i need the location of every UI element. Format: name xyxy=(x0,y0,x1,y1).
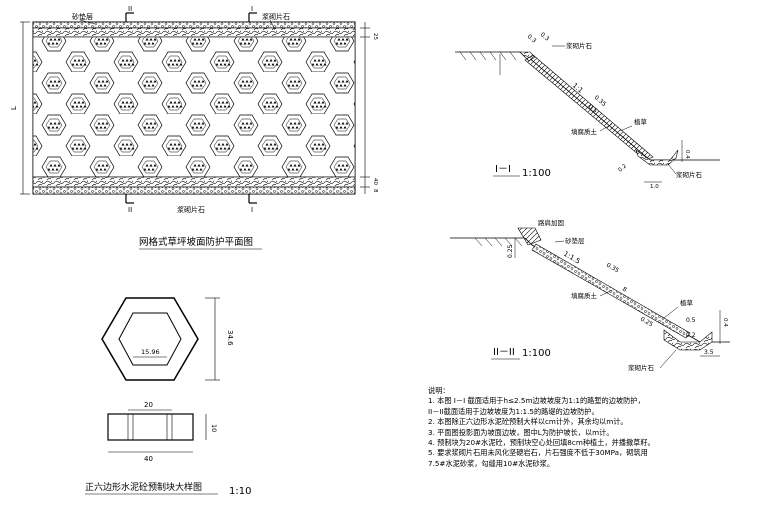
s2-label-grass: 植草 xyxy=(680,298,694,307)
notes-line: 1. 本图 I－I 截面适用于h≤2.5m边坡坡度为1:1的路堑的边坡防护， xyxy=(428,396,645,406)
block-dim-inner: 15.96 xyxy=(141,348,160,356)
s1-scale: 1:100 xyxy=(522,168,551,179)
plan-label-stone-top: 浆砌片石 xyxy=(262,12,290,21)
s2-dim-035: 0.35 xyxy=(605,262,620,275)
s1-dim-04: 0.4 xyxy=(684,150,690,159)
s1-label-stone-top: 浆砌片石 xyxy=(566,41,593,50)
section-II-II: 路肩加固 砂垫层 0.25 1:1.5 0.35 填腐质土 8 植草 0.25 … xyxy=(450,218,730,372)
plan-gravel-band xyxy=(32,21,356,29)
plan-label-stone-bottom: 浆砌片石 xyxy=(177,205,205,214)
plan-dim-25: 25 xyxy=(372,33,378,40)
s2-label-shoulder: 路肩加固 xyxy=(538,218,564,227)
s2-dim-05: 0.5 xyxy=(686,317,696,324)
notes-line: 2. 本图除正六边形水泥砼预制大样以cm计外，其余均以m计。 xyxy=(428,417,628,427)
block-dim-top: 20 xyxy=(144,401,153,409)
block-title: 正六边形水泥砼预制块大样图 xyxy=(85,481,202,493)
plan-stone-band-bottom xyxy=(32,176,356,188)
plan-hex-grid xyxy=(32,36,356,178)
s2-title: II－II xyxy=(493,347,515,358)
block-scale: 1:10 xyxy=(229,486,251,497)
plan-dim-8: 8 xyxy=(372,189,378,193)
s2-shoulder-block xyxy=(517,227,542,246)
notes-block: 说明： 1. 本图 I－I 截面适用于h≤2.5m边坡坡度为1:1的路堑的边坡防… xyxy=(428,386,748,469)
s2-label-soil: 填腐质土 xyxy=(571,291,598,300)
plan-dim-40: 40 xyxy=(372,178,378,185)
notes-line: II－II截面适用于边坡坡度为1:1.5的路堤的边坡防护。 xyxy=(428,406,599,416)
s1-dim-10: 1.0 xyxy=(650,184,659,190)
s1-ditch xyxy=(635,149,679,166)
hex-block-inner xyxy=(118,312,182,366)
notes-line: 7.5#水泥砂浆，勾缝用10#水泥砂浆。 xyxy=(428,458,555,468)
plan-title: 网格式草坪坡面防护平面图 xyxy=(139,236,253,248)
block-side-view xyxy=(107,413,194,441)
notes-line: 5. 要求浆砌片石用未风化坚硬岩石，片石强度不低于30MPa，砌筑用 xyxy=(428,448,648,458)
s2-label-gravel: 砂垫层 xyxy=(565,236,585,245)
s1-label-stone-bottom: 浆砌片石 xyxy=(676,170,703,179)
plan-mark-I-top: I xyxy=(251,5,253,13)
s2-ditch xyxy=(663,329,713,351)
s2-label-stone: 浆砌片石 xyxy=(628,363,655,372)
s1-label-soil: 填腐质土 xyxy=(571,127,598,136)
s1-dim-02: 0.2 xyxy=(617,163,628,173)
hex-block-outline xyxy=(101,297,199,381)
s2-dim-04: 0.4 xyxy=(722,318,728,327)
s2-dim-35: 3.5 xyxy=(704,349,714,356)
plan-label-gravel: 砂垫层 xyxy=(72,12,93,21)
s1-label-grass: 植草 xyxy=(634,117,648,126)
s2-dim-025: 0.25 xyxy=(507,244,514,258)
block-dim-height: 34.6 xyxy=(226,330,234,346)
s1-dim-05: 0.5 xyxy=(587,103,599,115)
plan-mark-I-bottom: I xyxy=(251,206,253,214)
s2-dim-8: 8 xyxy=(621,286,628,294)
section-I-I: 0.3 0.3 浆砌片石 1:1 0.35 0.5 填腐质土 植草 0.4 0.… xyxy=(455,31,720,190)
block-dim-thick: 10 xyxy=(210,424,218,432)
notes-line: 4. 预制块为20#水泥砼，预制块空心处回填8cm种植土，并播撒草籽。 xyxy=(428,438,655,448)
block-dim-bottom: 40 xyxy=(144,455,153,463)
hex-block-detail: 15.96 34.6 20 10 40 正六边形水泥砼预制块大样图 1:10 xyxy=(85,297,251,497)
notes-line: 3. 平面图投影面为坡面边坡，图中L为防护坡长，以m计。 xyxy=(428,427,614,437)
plan-view: 砂垫层 浆砌片石 II I II I 浆砌片石 L 25 40 8 网格式草坪坡… xyxy=(10,5,378,250)
s1-dim-03a: 0.3 xyxy=(526,33,538,45)
plan-mark-II-top: II xyxy=(128,5,132,13)
plan-dim-L: L xyxy=(10,106,18,110)
notes-heading: 说明： xyxy=(428,386,450,395)
s2-slope-layer xyxy=(531,243,691,339)
s2-scale: 1:100 xyxy=(522,348,551,359)
plan-stone-band-top xyxy=(32,27,356,38)
s2-dim-02: 0.2 xyxy=(686,332,696,339)
s1-title: I－I xyxy=(495,164,511,175)
s1-dim-03b: 0.3 xyxy=(539,31,551,43)
plan-mark-II-bottom: II xyxy=(128,206,132,214)
